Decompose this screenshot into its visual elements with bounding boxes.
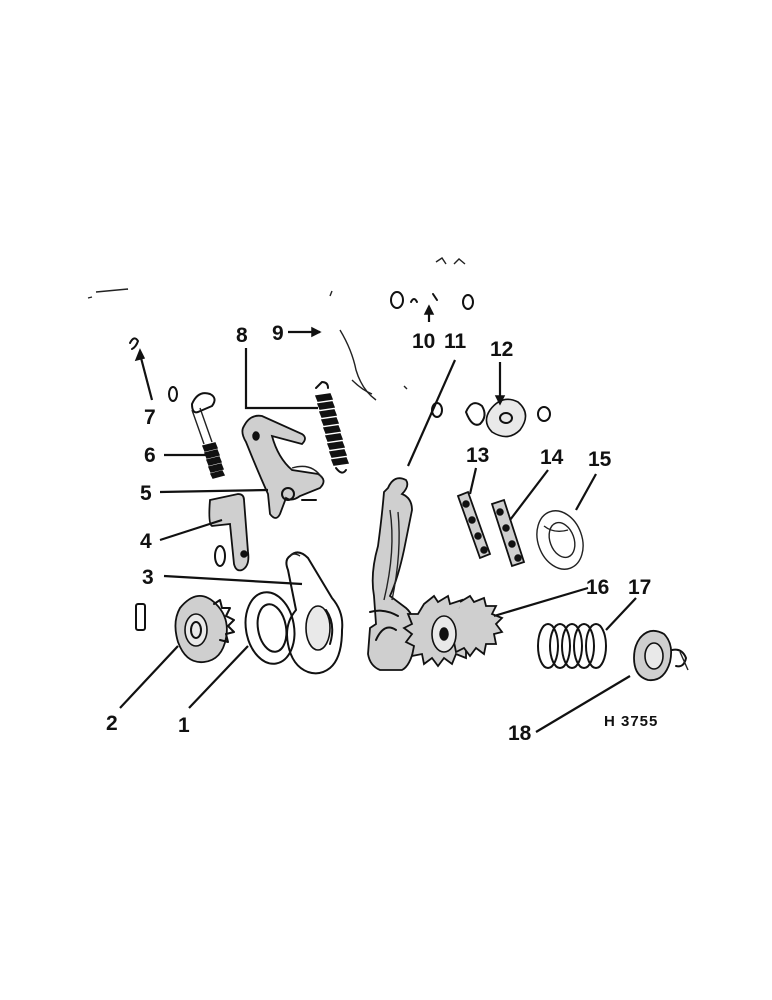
part-fragment-upper-left (87, 288, 139, 350)
leader-arrowheads (134, 304, 506, 406)
leader-3 (163, 574, 303, 586)
callout-5: 5 (140, 482, 152, 505)
leader-1 (188, 645, 249, 709)
part-3-cam (285, 551, 344, 675)
callout-4: 4 (140, 530, 152, 553)
leader-14 (509, 469, 549, 521)
callout-14: 14 (540, 446, 564, 469)
leader-4 (159, 518, 223, 542)
part-11-fork-lever (367, 477, 416, 671)
leader-2 (119, 645, 179, 709)
callout-6: 6 (144, 444, 156, 467)
part-13-chain-strip (456, 490, 492, 560)
part-17-coil-spring (537, 623, 607, 669)
leader-15 (575, 473, 597, 511)
part-7-clip (168, 386, 216, 414)
callout-1: 1 (178, 714, 190, 737)
callout-16: 16 (586, 576, 609, 599)
part-1-disc (244, 591, 296, 665)
callout-12: 12 (490, 338, 513, 361)
part-8-spring (314, 381, 350, 474)
part-4-bracket (208, 493, 250, 572)
part-6-spring (191, 407, 226, 479)
callout-9: 9 (272, 322, 284, 345)
callout-11: 11 (444, 330, 467, 353)
callout-18: 18 (508, 722, 532, 745)
leader-7 (138, 353, 154, 401)
leader-11 (406, 359, 457, 467)
callout-13: 13 (466, 444, 489, 467)
part-16-double-sprocket (402, 594, 504, 668)
callout-10: 10 (412, 330, 435, 353)
callout-7: 7 (144, 406, 156, 429)
callout-2: 2 (106, 712, 118, 735)
part-15-disc (536, 510, 584, 570)
leader-5 (159, 488, 269, 494)
callout-labels: 1 2 3 4 5 6 7 8 9 10 11 12 13 14 15 16 1… (106, 322, 651, 745)
leader-17 (605, 597, 637, 631)
leader-16 (493, 586, 589, 618)
drawing-code: H 3755 (604, 713, 658, 730)
part-18-collar-nut (633, 629, 689, 682)
part-5-lever-arm (241, 414, 325, 519)
part-14-chain-strip (490, 498, 526, 568)
callout-15: 15 (588, 448, 612, 471)
callout-3: 3 (142, 566, 154, 589)
leader-18 (535, 675, 631, 733)
part-fragment-top-center (329, 257, 474, 418)
part-12-cover-plate (465, 398, 551, 438)
callout-17: 17 (628, 576, 651, 599)
leader-13 (468, 467, 478, 495)
part-2-sprocket (135, 595, 235, 664)
leader-8 (244, 348, 318, 410)
callout-8: 8 (236, 324, 248, 347)
